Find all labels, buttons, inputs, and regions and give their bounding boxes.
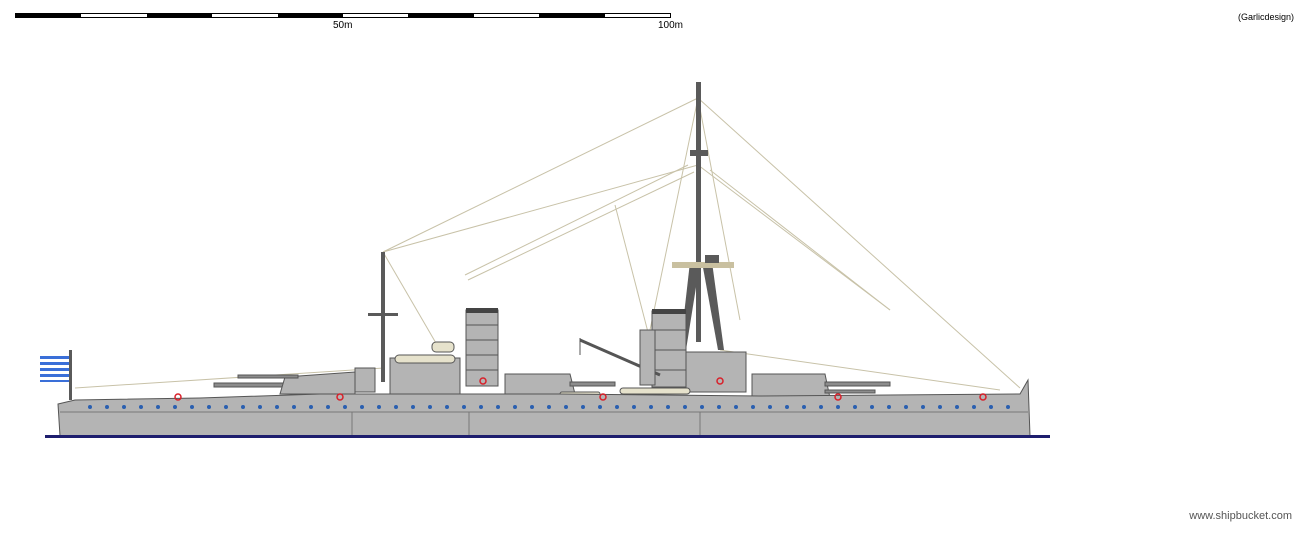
scale-segment: [408, 14, 474, 17]
porthole: [921, 405, 925, 409]
porthole: [309, 405, 313, 409]
porthole: [938, 405, 942, 409]
barbette: [354, 367, 376, 393]
porthole: [275, 405, 279, 409]
porthole: [785, 405, 789, 409]
gun-barrel: [824, 381, 891, 387]
porthole: [819, 405, 823, 409]
porthole: [513, 405, 517, 409]
porthole: [343, 405, 347, 409]
porthole: [190, 405, 194, 409]
gun-barrel: [569, 381, 616, 387]
porthole: [734, 405, 738, 409]
porthole: [751, 405, 755, 409]
porthole: [564, 405, 568, 409]
porthole: [598, 405, 602, 409]
porthole: [989, 405, 993, 409]
porthole: [836, 405, 840, 409]
porthole: [717, 405, 721, 409]
porthole: [241, 405, 245, 409]
scale-segment: [146, 14, 213, 17]
hull: [45, 378, 1050, 438]
author-credit: (Garlicdesign): [1237, 12, 1294, 22]
scale-label-100m: 100m: [658, 20, 684, 31]
porthole: [207, 405, 211, 409]
boat: [619, 387, 691, 395]
watermark: www.shipbucket.com: [1189, 510, 1292, 522]
lifebuoy: [479, 377, 487, 385]
porthole: [105, 405, 109, 409]
porthole: [377, 405, 381, 409]
scale-segment: [277, 14, 344, 17]
lifebuoy: [336, 393, 344, 401]
turret-midships: [504, 373, 576, 395]
boat: [394, 354, 456, 364]
turret-aft: [751, 373, 831, 399]
porthole: [258, 405, 262, 409]
porthole: [496, 405, 500, 409]
porthole: [972, 405, 976, 409]
scale-label-50m: 50m: [333, 20, 353, 31]
scale-bar: [15, 13, 671, 18]
porthole: [326, 405, 330, 409]
scale-segment: [604, 14, 671, 17]
porthole: [411, 405, 415, 409]
lifebuoy: [174, 393, 182, 401]
scale-segment: [81, 14, 147, 17]
rigging: [74, 97, 1021, 391]
porthole: [88, 405, 92, 409]
portholes: [88, 405, 1010, 409]
porthole: [479, 405, 483, 409]
porthole: [173, 405, 177, 409]
porthole: [581, 405, 585, 409]
porthole: [1006, 405, 1010, 409]
scale-segment: [473, 14, 540, 17]
porthole: [887, 405, 891, 409]
porthole: [666, 405, 670, 409]
scale-segment: [16, 14, 82, 17]
porthole: [360, 405, 364, 409]
porthole: [224, 405, 228, 409]
superstructure: [389, 329, 747, 398]
scale-segment: [343, 14, 409, 17]
gun-barrel: [237, 374, 299, 379]
porthole: [683, 405, 687, 409]
porthole: [955, 405, 959, 409]
porthole: [700, 405, 704, 409]
porthole: [292, 405, 296, 409]
greek-flag: [40, 350, 72, 400]
gun-barrel: [824, 389, 876, 394]
porthole: [139, 405, 143, 409]
lifebuoy: [716, 377, 724, 385]
porthole: [547, 405, 551, 409]
porthole: [632, 405, 636, 409]
porthole: [462, 405, 466, 409]
porthole: [870, 405, 874, 409]
porthole: [904, 405, 908, 409]
porthole: [428, 405, 432, 409]
porthole: [802, 405, 806, 409]
porthole: [768, 405, 772, 409]
porthole: [122, 405, 126, 409]
porthole: [853, 405, 857, 409]
scale-segment: [539, 14, 605, 17]
porthole: [615, 405, 619, 409]
porthole: [156, 405, 160, 409]
lifebuoy: [834, 393, 842, 401]
lifebuoy: [979, 393, 987, 401]
boat: [431, 341, 455, 353]
scale-segment: [212, 14, 278, 17]
lifebuoys: [174, 377, 987, 401]
porthole: [394, 405, 398, 409]
porthole: [530, 405, 534, 409]
lifebuoy: [599, 393, 607, 401]
porthole: [445, 405, 449, 409]
porthole: [649, 405, 653, 409]
